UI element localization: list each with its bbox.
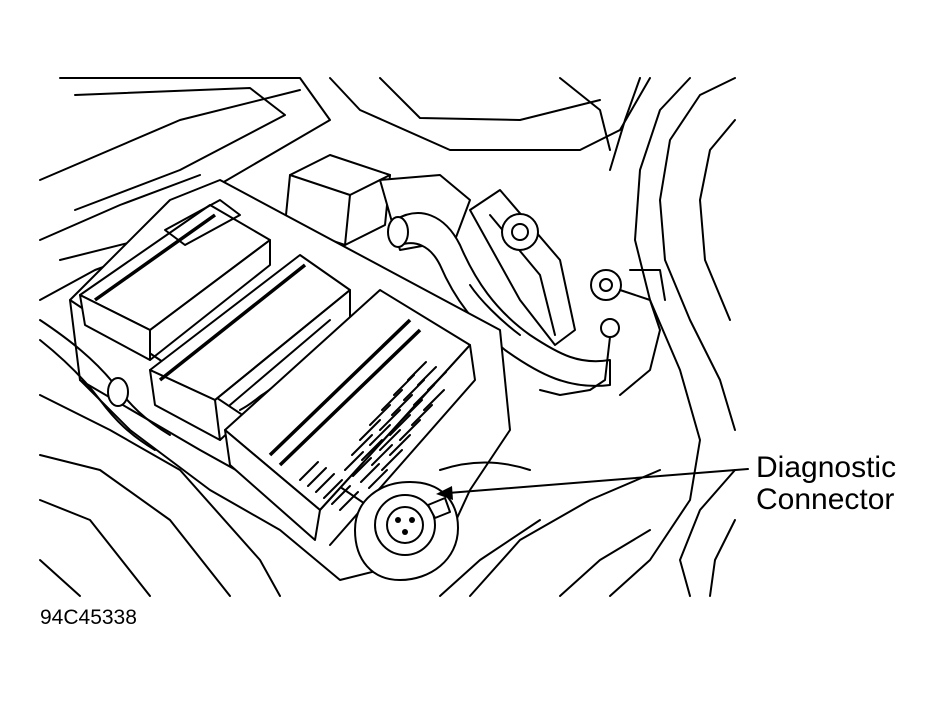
lower-hoses xyxy=(39,319,531,471)
module-middle xyxy=(149,254,351,441)
module-right xyxy=(224,289,476,546)
air-hose xyxy=(387,212,611,387)
diagnostic-connector xyxy=(354,481,459,581)
callout-line-1: Diagnostic xyxy=(756,451,897,484)
bracket xyxy=(469,189,666,396)
callout-leader xyxy=(436,468,749,500)
callout-line-2: Connector xyxy=(756,483,895,516)
diagnostic-connector-callout: Diagnostic Connector xyxy=(756,452,896,516)
body-contours xyxy=(39,77,736,597)
module-left xyxy=(79,199,271,361)
figure-id: 94C45338 xyxy=(40,606,137,629)
